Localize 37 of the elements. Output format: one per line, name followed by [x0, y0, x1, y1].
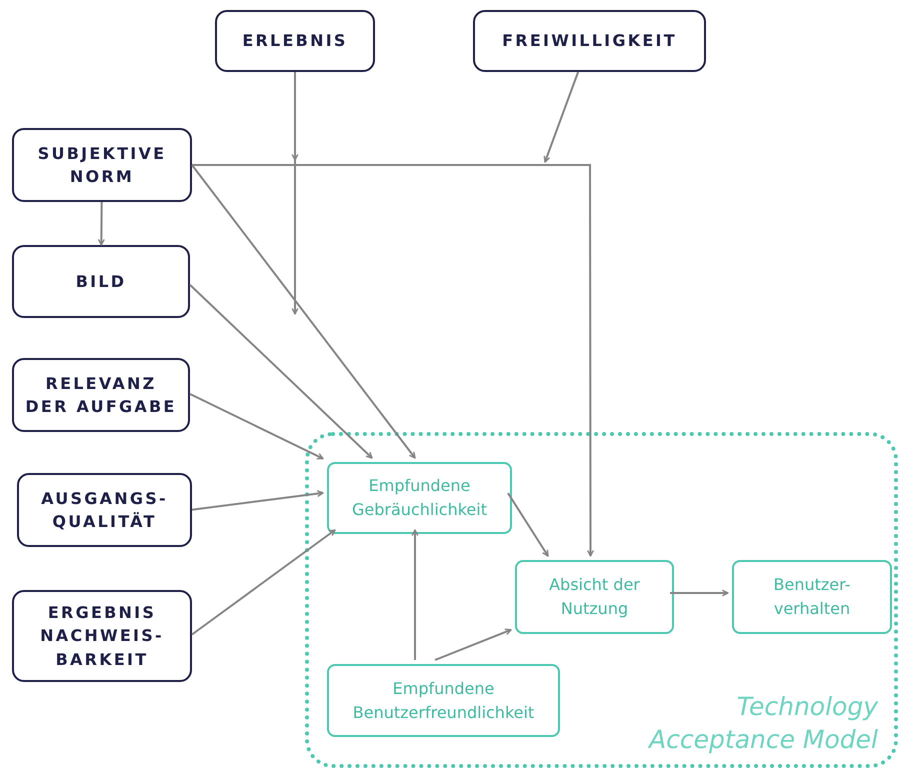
factor-box	[215, 10, 375, 72]
process-box	[327, 462, 512, 534]
box-label: Benutzer- verhalten	[772, 574, 852, 620]
factor-box	[473, 10, 706, 72]
box-label: RELEVANZ DER AUFGABE	[24, 372, 178, 418]
arrow	[191, 529, 336, 636]
box-label: Absicht der Nutzung	[548, 574, 641, 620]
box-label: Empfundene Benutzerfreundlichkeit	[352, 678, 536, 724]
arrow	[434, 628, 512, 661]
box-label: FREIWILLIGKEIT	[502, 30, 677, 52]
arrow	[189, 284, 373, 459]
box-label: ERGEBNIS NACHWEIS- BARKEIT	[39, 602, 165, 671]
process-box	[732, 560, 892, 634]
box-label: Empfundene Gebräuchlichkeit	[351, 475, 488, 521]
arrow	[292, 72, 298, 315]
factor-box	[12, 590, 192, 682]
box-label: ERLEBNIS	[242, 30, 348, 52]
box-label: AUSGANGS- QUALITÄT	[40, 488, 169, 533]
arrow	[190, 393, 324, 460]
box-label: BILD	[76, 270, 126, 293]
process-box	[327, 664, 560, 737]
arrow	[412, 529, 418, 660]
factor-box	[12, 358, 190, 432]
box-label: SUBJEKTIVE NORM	[36, 142, 168, 188]
arrow	[670, 590, 729, 596]
arrow	[507, 492, 549, 557]
factor-box	[12, 245, 190, 318]
factor-box	[17, 473, 192, 547]
model-region	[305, 432, 898, 768]
process-box	[515, 560, 674, 634]
factor-box	[12, 128, 192, 202]
arrow	[192, 164, 594, 557]
arrow	[544, 72, 580, 163]
arrow	[191, 164, 416, 459]
arrow	[98, 202, 105, 246]
arrow	[192, 490, 324, 511]
region-title: Technology Acceptance Model	[648, 691, 878, 756]
